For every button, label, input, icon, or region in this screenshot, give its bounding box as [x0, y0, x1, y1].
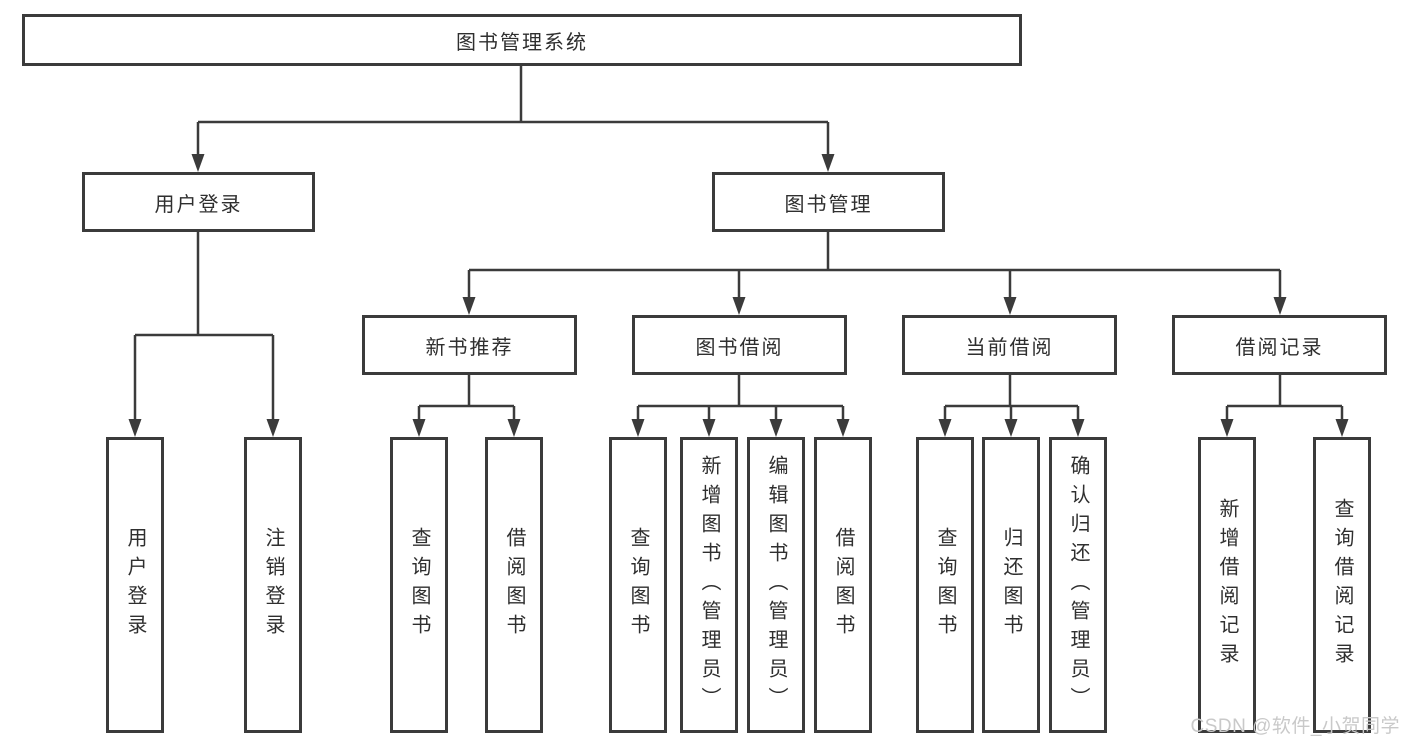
- node-leaf-query-books-borrowing: 查询图书: [609, 437, 667, 733]
- node-new-book-recommendation: 新书推荐: [362, 315, 577, 375]
- node-root: 图书管理系统: [22, 14, 1022, 66]
- node-borrowing-records-label: 借阅记录: [1235, 336, 1324, 359]
- node-leaf-return-books: 归还图书: [982, 437, 1040, 733]
- node-leaf-confirm-return-admin: 确认归还（管理员）: [1049, 437, 1107, 733]
- node-borrowing-records: 借阅记录: [1172, 315, 1387, 375]
- node-leaf-borrow-books-recommend: 借阅图书: [485, 437, 543, 733]
- node-leaf-user-login: 用户登录: [106, 437, 164, 733]
- node-leaf-borrow-books-borrowing-label: 借阅图书: [832, 527, 854, 643]
- node-leaf-return-books-label: 归还图书: [1000, 527, 1022, 643]
- node-leaf-query-books-recommend: 查询图书: [390, 437, 448, 733]
- node-root-label: 图书管理系统: [456, 31, 588, 54]
- node-leaf-add-borrow-record: 新增借阅记录: [1198, 437, 1256, 733]
- connector-book-borrowing-to-children: [631, 375, 850, 437]
- node-leaf-query-books-recommend-label: 查询图书: [408, 527, 430, 643]
- node-leaf-confirm-return-admin-label: 确认归还（管理员）: [1067, 454, 1089, 716]
- node-book-borrowing: 图书借阅: [632, 315, 847, 375]
- node-leaf-query-books-current-label: 查询图书: [934, 527, 956, 643]
- connector-current-borrowing-to-children: [938, 375, 1085, 437]
- node-leaf-borrow-books-borrowing: 借阅图书: [814, 437, 872, 733]
- node-leaf-add-books-admin-label: 新增图书（管理员）: [698, 454, 720, 716]
- node-leaf-logout: 注销登录: [244, 437, 302, 733]
- node-leaf-borrow-books-recommend-label: 借阅图书: [503, 527, 525, 643]
- connector-borrowing-records-to-children: [1220, 375, 1349, 437]
- node-leaf-query-books-current: 查询图书: [916, 437, 974, 733]
- node-leaf-edit-books-admin: 编辑图书（管理员）: [747, 437, 805, 733]
- node-leaf-logout-label: 注销登录: [262, 527, 284, 643]
- node-current-borrowing: 当前借阅: [902, 315, 1117, 375]
- node-current-borrowing-label: 当前借阅: [965, 336, 1054, 359]
- connector-root-to-children: [191, 66, 835, 172]
- node-leaf-query-borrow-record-label: 查询借阅记录: [1331, 498, 1353, 672]
- node-book-management-label: 图书管理: [784, 193, 873, 216]
- node-user-login-label: 用户登录: [154, 193, 243, 216]
- node-leaf-query-books-borrowing-label: 查询图书: [627, 527, 649, 643]
- node-leaf-edit-books-admin-label: 编辑图书（管理员）: [765, 454, 787, 716]
- node-leaf-add-borrow-record-label: 新增借阅记录: [1216, 498, 1238, 672]
- node-leaf-query-borrow-record: 查询借阅记录: [1313, 437, 1371, 733]
- node-user-login: 用户登录: [82, 172, 315, 232]
- node-leaf-user-login-label: 用户登录: [124, 527, 146, 643]
- connector-book-management-to-children: [462, 232, 1287, 315]
- node-leaf-add-books-admin: 新增图书（管理员）: [680, 437, 738, 733]
- connector-new-book-recommendation-to-children: [412, 375, 521, 437]
- connector-user-login-to-children: [128, 232, 280, 437]
- watermark: CSDN @软件_小贺同学: [1190, 716, 1400, 737]
- node-book-borrowing-label: 图书借阅: [695, 336, 784, 359]
- node-book-management: 图书管理: [712, 172, 945, 232]
- node-new-book-recommendation-label: 新书推荐: [425, 336, 514, 359]
